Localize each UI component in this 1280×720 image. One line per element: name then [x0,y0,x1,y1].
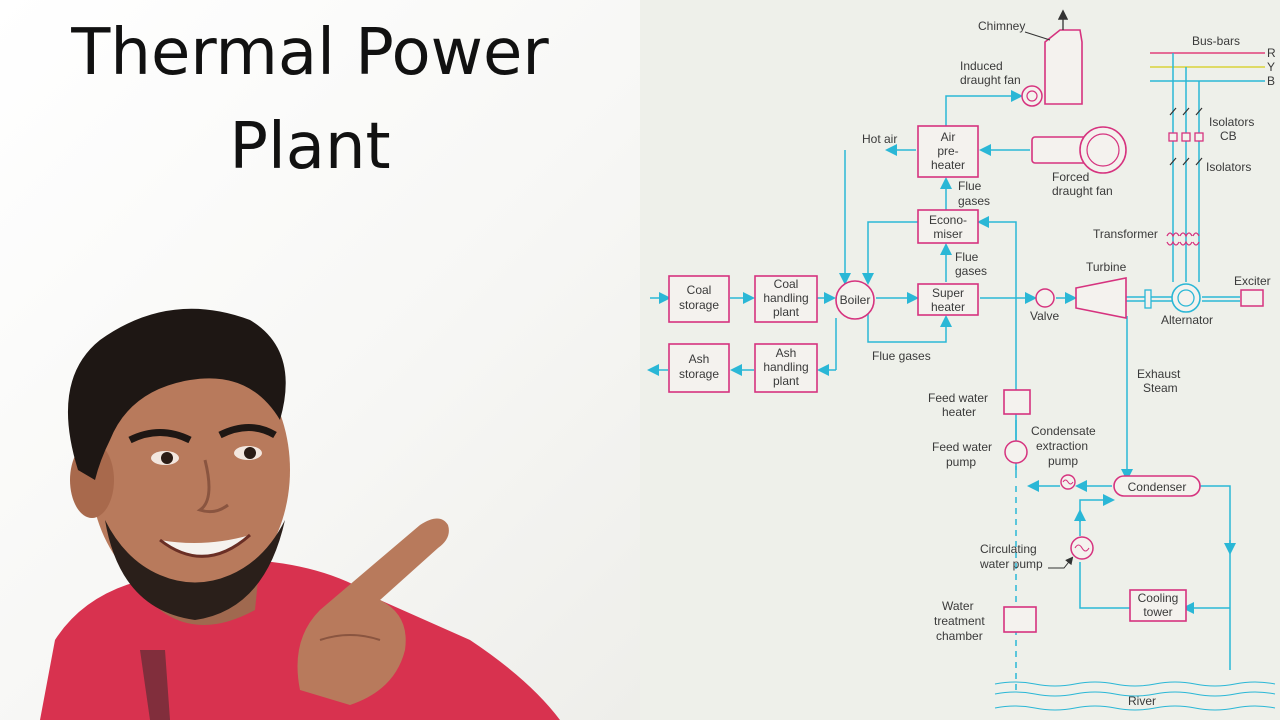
hot-air-label: Hot air [862,132,897,146]
svg-text:Super: Super [932,286,964,300]
svg-text:Cooling: Cooling [1138,591,1179,605]
svg-text:heater: heater [931,158,965,172]
feed-water-heater: Feed water heater [928,389,1031,419]
boiler: Boiler [835,280,875,320]
svg-text:Econo-: Econo- [929,213,967,227]
transformer: Transformer [1093,227,1200,246]
svg-text:Flue: Flue [958,179,982,193]
forced-draught-fan: Forced draught fan [1031,126,1127,198]
title-line-2: Plant [229,110,391,184]
phase-b: B [1267,74,1275,88]
induced-draught-fan: Induced draught fan [960,59,1043,107]
coal-storage-box: Coal storage [668,275,730,323]
phase-y: Y [1267,60,1275,74]
svg-text:Chimney: Chimney [978,19,1025,33]
svg-text:Ash: Ash [689,352,710,366]
air-preheater-box: Air pre- heater [917,125,979,178]
svg-text:plant: plant [773,374,800,388]
svg-text:Alternator: Alternator [1161,313,1213,327]
svg-text:CB: CB [1220,129,1237,143]
svg-text:Isolators: Isolators [1206,160,1251,174]
svg-text:Valve: Valve [1030,309,1059,323]
svg-text:Feed water: Feed water [932,440,992,454]
svg-text:plant: plant [773,305,800,319]
presenter-hand [297,518,449,705]
svg-text:Flue: Flue [955,250,979,264]
svg-text:water pump: water pump [979,557,1043,571]
svg-text:Steam: Steam [1143,381,1178,395]
svg-text:River: River [1128,694,1156,708]
svg-text:pump: pump [1048,454,1078,468]
svg-text:pump: pump [946,455,976,469]
circulating-water-pump: Circulating water pump [979,536,1094,571]
svg-text:storage: storage [679,367,719,381]
river: River [994,681,1276,711]
svg-text:Coal: Coal [687,283,712,297]
svg-text:heater: heater [942,405,976,419]
condensate-extraction-pump: Condensate extraction pump [1031,424,1096,490]
svg-text:Boiler: Boiler [840,293,871,307]
svg-text:gases: gases [958,194,990,208]
alternator: Alternator [1161,283,1213,327]
presenter-photo [40,308,560,720]
svg-text:Air: Air [941,130,956,144]
super-heater-box: Super heater [917,283,979,316]
presenter-panel: Thermal Power Plant [0,0,640,720]
svg-text:tower: tower [1143,605,1172,619]
svg-text:handling: handling [763,360,808,374]
svg-text:draught fan: draught fan [960,73,1021,87]
svg-text:Exciter: Exciter [1234,274,1271,288]
svg-text:Condensate: Condensate [1031,424,1096,438]
svg-text:extraction: extraction [1036,439,1088,453]
svg-text:Feed water: Feed water [928,391,988,405]
svg-text:treatment: treatment [934,614,985,628]
feed-water-pump: Feed water pump [932,440,1028,469]
chimney: Chimney [978,9,1083,105]
bus-bars-label: Bus-bars [1192,34,1240,48]
svg-text:draught fan: draught fan [1052,184,1113,198]
cooling-tower: Cooling tower [1129,589,1187,622]
svg-text:Condenser: Condenser [1128,480,1187,494]
title-line-1: Thermal Power [71,16,549,90]
svg-text:Exhaust: Exhaust [1137,367,1181,381]
page-title: Thermal Power Plant [0,6,620,194]
svg-text:handling: handling [763,291,808,305]
exhaust-steam-label: Exhaust Steam [1137,367,1181,395]
turbine: Turbine [1075,260,1152,319]
ash-handling-plant-box: Ash handling plant [754,343,818,393]
svg-text:Turbine: Turbine [1086,260,1127,274]
coal-handling-plant-box: Coal handling plant [754,275,818,323]
svg-text:chamber: chamber [936,629,983,643]
presenter-face [90,340,290,600]
flue-gases-bottom-label: Flue gases [872,349,931,363]
diagram-panel: Coal storage Coal handling plant Boiler … [640,0,1280,720]
svg-text:heater: heater [931,300,965,314]
condenser: Condenser [1113,475,1201,497]
svg-text:gases: gases [955,264,987,278]
presenter-shirt [40,560,560,720]
exciter: Exciter [1234,274,1271,307]
svg-text:Coal: Coal [774,277,799,291]
flow-lines [647,52,1265,690]
svg-text:Forced: Forced [1052,170,1089,184]
svg-text:storage: storage [679,298,719,312]
svg-text:Induced: Induced [960,59,1003,73]
phase-r: R [1267,46,1276,60]
flue-gases-label-1: Flue gases [958,179,990,208]
svg-text:miser: miser [933,227,962,241]
svg-text:pre-: pre- [937,144,958,158]
svg-text:Isolators: Isolators [1209,115,1254,129]
valve: Valve [1030,288,1059,323]
water-treatment-chamber: Water treatment chamber [934,599,1037,643]
presenter-hair [67,308,286,480]
svg-text:Ash: Ash [776,346,797,360]
ash-storage-box: Ash storage [668,343,730,393]
svg-text:Water: Water [942,599,974,613]
isolators-cb: Isolators CB Isolators [1168,107,1254,174]
svg-text:Transformer: Transformer [1093,227,1158,241]
thermal-plant-diagram: Coal storage Coal handling plant Boiler … [647,9,1276,711]
svg-text:Circulating: Circulating [980,542,1037,556]
economiser-box: Econo- miser [917,209,979,244]
flue-gases-label-2: Flue gases [955,250,987,278]
